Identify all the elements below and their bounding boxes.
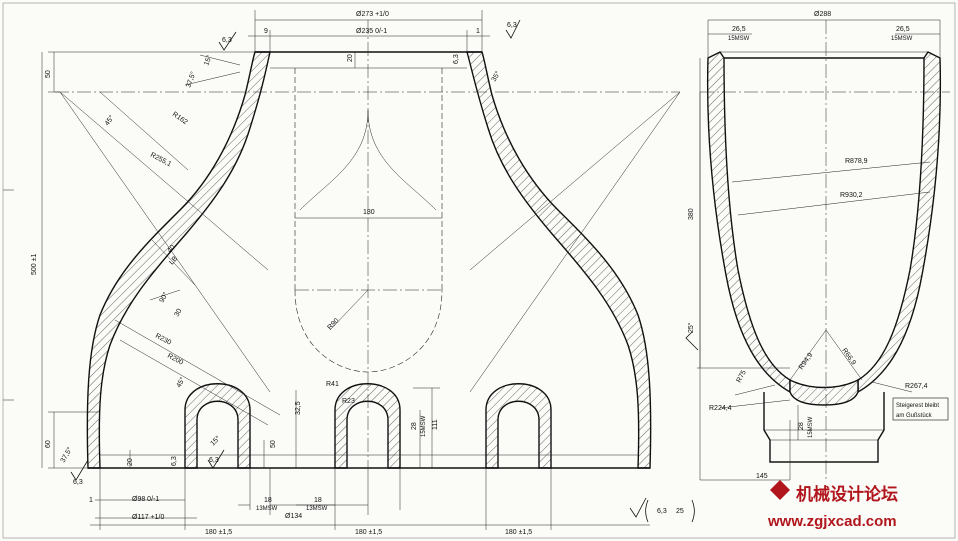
right-view-right-wall	[857, 51, 942, 394]
dim-lb-left: LB	[168, 255, 179, 266]
dim-r200: R200	[166, 353, 184, 367]
dim-r41: R41	[326, 381, 339, 388]
note-line1: Steigerest bleibt	[896, 403, 939, 409]
dim-13msw-a: 13MSW	[256, 506, 278, 512]
dim-r162: R162	[171, 111, 189, 126]
dim-325: 32,5	[295, 401, 302, 415]
dim-r90: R90	[326, 317, 340, 331]
dim-90deg: 90°	[158, 291, 170, 304]
dim-r949: R94,9	[798, 352, 815, 371]
dim-25deg: 25°	[687, 322, 695, 333]
dim-500: 500 ±1	[31, 254, 38, 275]
dim-28: 28	[411, 422, 418, 430]
surface-63-e: 6,3	[209, 457, 219, 464]
dim-35deg: 35°	[490, 70, 502, 83]
dim-145: 145	[756, 473, 768, 480]
dim-111: 111	[432, 419, 439, 430]
dim-380: 380	[688, 208, 695, 220]
loop-right-hatch	[485, 383, 552, 469]
dim-15msw-right-v: 15MSW	[808, 416, 814, 438]
note-line2: am Gußstück	[896, 413, 933, 419]
dim-180-a: 180 ±1,5	[205, 529, 232, 536]
dim-20-top: 20	[347, 54, 354, 62]
left-section-walls	[86, 51, 652, 469]
surface-63-c: 6,3	[453, 54, 460, 64]
dim-375deg-low: 37,5°	[59, 446, 74, 464]
dim-phi134: Ø134	[285, 513, 302, 520]
loop-center-hatch	[334, 383, 401, 469]
dim-180-c: 180 ±1,5	[505, 529, 532, 536]
surface-25: 25	[676, 508, 684, 515]
dim-45deg-top: 45°	[103, 114, 116, 127]
dim-r669: R66,9	[840, 347, 857, 366]
dim-1-low: 1	[89, 497, 93, 504]
dimension-labels: Ø273 +1/0 Ø235 0/-1 9 1 6,3 6,3 20 6,3 3…	[31, 11, 532, 536]
logo-url: www.zgjxcad.com	[767, 513, 897, 530]
surface-63-d: 6,3	[171, 456, 178, 466]
dim-18-a: 18	[264, 497, 272, 504]
surface-63-f: 6,3	[73, 479, 83, 486]
dim-40: 40	[166, 244, 176, 255]
dim-20-low: 20	[127, 458, 134, 466]
dim-r2674: R267,4	[905, 383, 928, 390]
dim-28-right: 28	[798, 422, 805, 430]
dim-r230: R230	[154, 333, 172, 347]
dim-18-b: 18	[314, 497, 322, 504]
dim-15msw-left: 15MSW	[728, 36, 750, 42]
dim-15msw-right: 15MSW	[891, 36, 913, 42]
dim-15msw-v: 15MSW	[421, 415, 427, 437]
dim-r2551: R255,1	[149, 152, 172, 169]
left-dimension-lines	[41, 10, 650, 530]
dim-9: 9	[264, 28, 268, 35]
right-view-bottom-bowl	[789, 378, 859, 406]
dim-r9302: R930,2	[840, 192, 863, 199]
dim-45deg-lower: 45°	[175, 376, 187, 389]
loop-left-hatch	[184, 383, 251, 469]
dim-60: 60	[45, 440, 52, 448]
surface-63-b: 6,3	[507, 22, 517, 29]
dim-30: 30	[174, 308, 184, 318]
logo-icon	[770, 480, 790, 500]
right-view-left-wall	[706, 51, 791, 394]
watermark-logo: 机械设计论坛 www.zgjxcad.com	[767, 480, 898, 530]
left-hidden-lines	[55, 20, 681, 470]
dim-13msw-b: 13MSW	[306, 506, 328, 512]
surface-symbols	[70, 19, 699, 523]
right-section	[697, 19, 950, 481]
dim-r2244: R224,4	[709, 405, 732, 412]
dim-265-right: 26,5	[896, 26, 910, 33]
dim-50-low: 50	[270, 440, 277, 448]
dim-375deg-top: 37,5°	[184, 70, 197, 88]
dim-180-inner: 180	[363, 209, 375, 216]
dim-15deg-top: 15°	[202, 54, 213, 67]
dim-1: 1	[476, 28, 480, 35]
logo-chinese-text: 机械设计论坛	[796, 484, 898, 505]
dim-phi288: Ø288	[814, 11, 831, 18]
surface-63-g: 6,3	[657, 508, 667, 515]
dim-180-b: 180 ±1,5	[355, 529, 382, 536]
dim-15deg-low: 15°	[209, 434, 222, 447]
dim-50: 50	[45, 70, 52, 78]
dim-phi117: Ø117 +1/0	[132, 514, 164, 521]
dim-265-left: 26,5	[732, 26, 746, 33]
dim-r8789: R878,9	[845, 158, 868, 165]
dim-phi98: Ø98 0/-1	[132, 496, 159, 503]
dim-r75: R75	[736, 369, 748, 384]
dim-r23: R23	[342, 398, 355, 405]
dim-phi273: Ø273 +1/0	[356, 11, 389, 18]
surface-63-a: 6,3	[222, 37, 232, 44]
dim-phi235: Ø235 0/-1	[356, 28, 387, 35]
